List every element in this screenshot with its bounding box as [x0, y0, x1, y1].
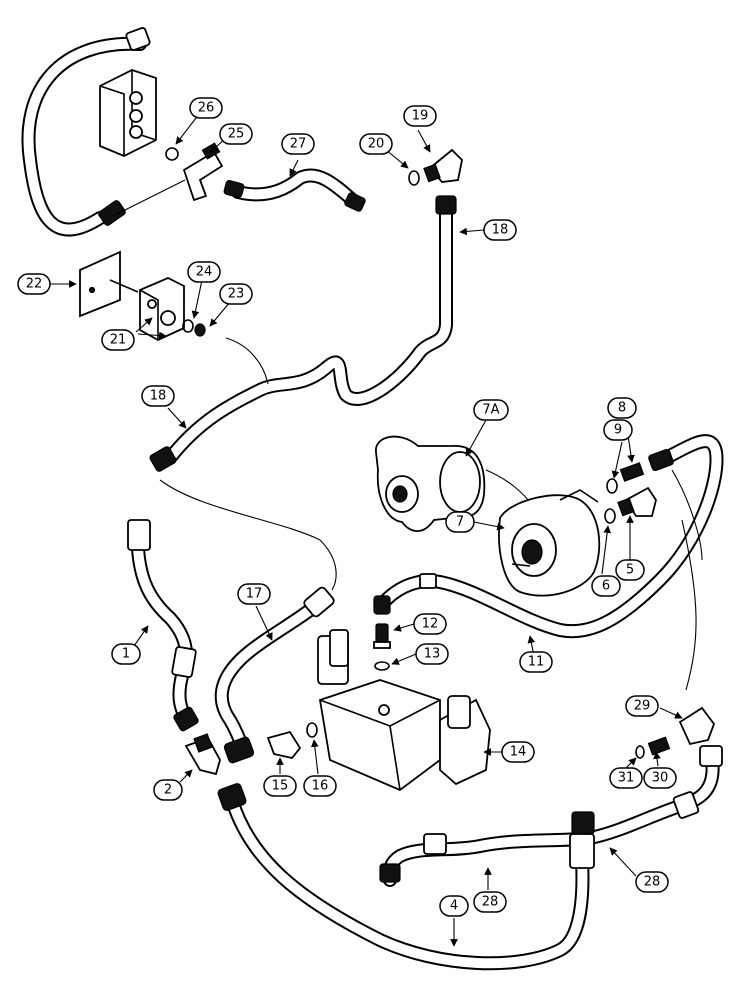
svg-text:4: 4	[450, 899, 458, 914]
callout-2: 2	[153, 779, 183, 801]
svg-text:30: 30	[652, 771, 669, 786]
elbow-fitting-29	[678, 706, 716, 746]
svg-text:25: 25	[228, 127, 245, 142]
svg-text:28: 28	[644, 875, 661, 890]
callout-17: 17	[237, 583, 271, 605]
tube-27	[223, 168, 366, 212]
svg-text:17: 17	[246, 587, 263, 602]
callout-31: 31	[609, 767, 643, 789]
callout-22: 22	[17, 273, 51, 295]
callout-16: 16	[303, 775, 337, 797]
hose-1	[127, 519, 199, 732]
callout-6: 6	[591, 575, 621, 597]
callout-12: 12	[413, 613, 447, 635]
callout-28-mid: 28	[473, 891, 507, 913]
callout-20: 20	[359, 133, 393, 155]
svg-text:7A: 7A	[482, 403, 499, 418]
svg-text:6: 6	[602, 579, 610, 594]
elbow-fitting-19	[423, 148, 463, 183]
callout-29: 29	[625, 695, 659, 717]
svg-text:5: 5	[626, 563, 634, 578]
fitting-8	[619, 462, 645, 482]
svg-text:12: 12	[422, 617, 439, 632]
mounting-plate	[79, 250, 139, 318]
hose-loop-top-left	[21, 27, 151, 237]
hose-4	[217, 783, 595, 971]
svg-text:20: 20	[368, 137, 385, 152]
callout-27: 27	[281, 133, 315, 155]
elbow-fitting-5	[617, 486, 657, 517]
hose-28	[379, 745, 723, 887]
elbow-fitting-15	[266, 730, 302, 760]
hose-17	[214, 586, 335, 764]
leader-lines	[50, 117, 683, 947]
svg-text:24: 24	[196, 265, 213, 280]
svg-text:14: 14	[510, 745, 527, 760]
svg-text:18: 18	[150, 389, 167, 404]
svg-text:13: 13	[424, 647, 441, 662]
callout-26: 26	[189, 97, 223, 119]
callout-15: 15	[263, 775, 297, 797]
callout-21: 21	[101, 329, 135, 351]
callout-4: 4	[439, 895, 469, 917]
callout-18-top: 18	[483, 219, 517, 241]
svg-text:23: 23	[228, 287, 245, 302]
svg-text:15: 15	[272, 779, 289, 794]
svg-text:22: 22	[26, 277, 43, 292]
svg-text:26: 26	[198, 101, 215, 116]
callout-14: 14	[501, 741, 535, 763]
svg-text:11: 11	[528, 655, 545, 670]
svg-text:21: 21	[110, 333, 127, 348]
svg-text:31: 31	[618, 771, 635, 786]
svg-text:29: 29	[634, 699, 651, 714]
callout-23: 23	[219, 283, 253, 305]
callout-5: 5	[615, 559, 645, 581]
svg-text:27: 27	[290, 137, 307, 152]
svg-text:18: 18	[492, 223, 509, 238]
callout-7: 7	[445, 511, 475, 533]
svg-text:28: 28	[482, 895, 499, 910]
motor-7A	[375, 435, 486, 532]
callout-11: 11	[519, 651, 553, 673]
fitting-12	[373, 623, 391, 649]
svg-text:8: 8	[618, 401, 626, 416]
callout-25: 25	[219, 123, 253, 145]
svg-text:1: 1	[122, 647, 130, 662]
callout-9: 9	[603, 419, 633, 441]
callout-24: 24	[187, 261, 221, 283]
callout-1: 1	[111, 643, 141, 665]
callout-8: 8	[607, 397, 637, 419]
bracket-block	[139, 277, 185, 342]
callout-18-left: 18	[141, 385, 175, 407]
svg-text:16: 16	[312, 779, 329, 794]
svg-text:7: 7	[456, 515, 464, 530]
fitting-30	[647, 736, 671, 756]
hose-pump-return	[373, 434, 724, 639]
tube-18	[149, 195, 457, 472]
control-valve-block	[317, 629, 491, 792]
svg-text:2: 2	[164, 783, 172, 798]
tee-fitting	[182, 142, 224, 202]
svg-text:9: 9	[614, 423, 622, 438]
manifold-block-top	[99, 69, 157, 157]
callout-13: 13	[415, 643, 449, 665]
pump-7	[498, 489, 601, 597]
callout-19: 19	[403, 105, 437, 127]
callout-7A: 7A	[473, 399, 509, 421]
callout-28-right: 28	[635, 871, 669, 893]
callout-30: 30	[643, 767, 677, 789]
fitting-2	[184, 733, 221, 776]
svg-text:19: 19	[412, 109, 429, 124]
